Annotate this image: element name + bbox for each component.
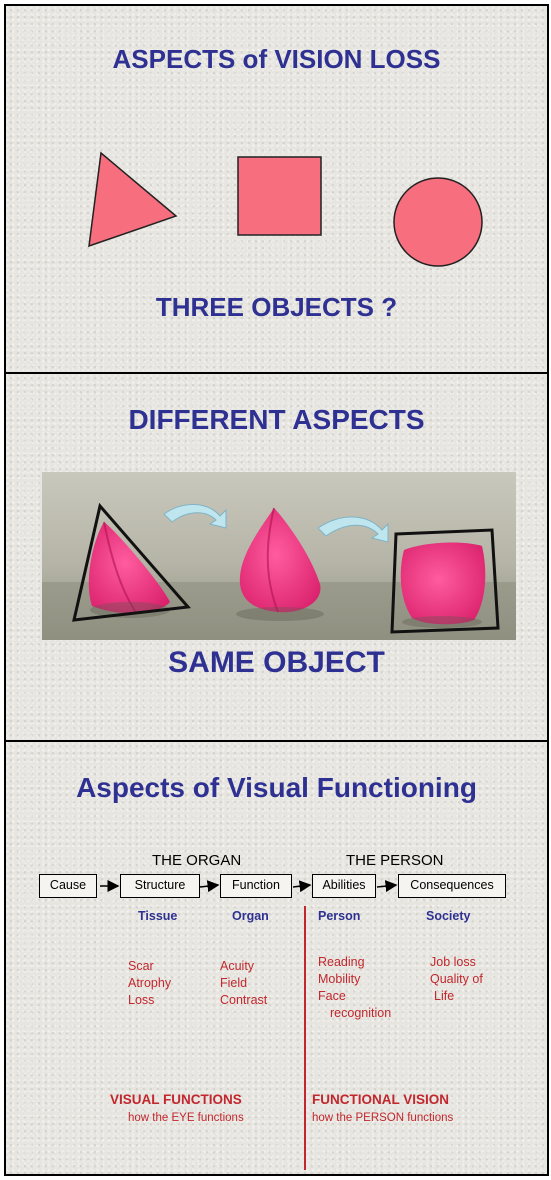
list-item: Contrast	[220, 992, 267, 1009]
box-consequences: Consequences	[398, 874, 506, 898]
list-item: Scar	[128, 958, 171, 975]
square-icon	[238, 157, 321, 235]
box-cause: Cause	[39, 874, 97, 898]
slide-footer: SAME OBJECT	[6, 646, 547, 680]
society-list: Job loss Quality of Life	[430, 954, 483, 1005]
list-item: Life	[430, 988, 483, 1005]
list-item: Job loss	[430, 954, 483, 971]
triangle-icon	[89, 153, 176, 246]
box-function: Function	[220, 874, 292, 898]
arrow-structure-function	[200, 885, 218, 887]
tissue-list: Scar Atrophy Loss	[128, 958, 171, 1009]
arrow-function-abilities	[293, 885, 310, 887]
functional-vision-label: FUNCTIONAL VISION	[312, 1092, 449, 1107]
pink-foam-cone-icon	[401, 543, 486, 628]
category-tissue: Tissue	[138, 909, 177, 923]
list-item: Loss	[128, 992, 171, 1009]
list-item: Field	[220, 975, 267, 992]
box-structure: Structure	[120, 874, 200, 898]
visual-functions-label: VISUAL FUNCTIONS	[110, 1092, 242, 1107]
slide-title: DIFFERENT ASPECTS	[6, 404, 547, 436]
category-society: Society	[426, 909, 470, 923]
list-item: Atrophy	[128, 975, 171, 992]
list-item: Mobility	[318, 971, 391, 988]
person-list: Reading Mobility Face recognition	[318, 954, 391, 1022]
list-item: Reading	[318, 954, 391, 971]
circle-icon	[394, 178, 482, 266]
list-item: Acuity	[220, 958, 267, 975]
functional-vision-sub: how the PERSON functions	[312, 1112, 453, 1124]
slide-three-objects: ASPECTS of VISION LOSS THREE OBJECTS ?	[4, 4, 549, 374]
slide-footer: THREE OBJECTS ?	[6, 292, 547, 323]
list-item: recognition	[318, 1005, 391, 1022]
list-item: Face	[318, 988, 391, 1005]
visual-functions-sub: how the EYE functions	[128, 1112, 244, 1124]
organ-list: Acuity Field Contrast	[220, 958, 267, 1009]
slide-different-aspects: DIFFERENT ASPECTS	[4, 372, 549, 742]
category-person: Person	[318, 909, 360, 923]
slide-visual-functioning: Aspects of Visual Functioning THE ORGAN …	[4, 740, 549, 1176]
list-item: Quality of	[430, 971, 483, 988]
foam-object-photo	[42, 472, 516, 640]
arrow-abilities-consequences	[377, 885, 396, 887]
category-organ: Organ	[232, 909, 269, 923]
box-abilities: Abilities	[312, 874, 376, 898]
